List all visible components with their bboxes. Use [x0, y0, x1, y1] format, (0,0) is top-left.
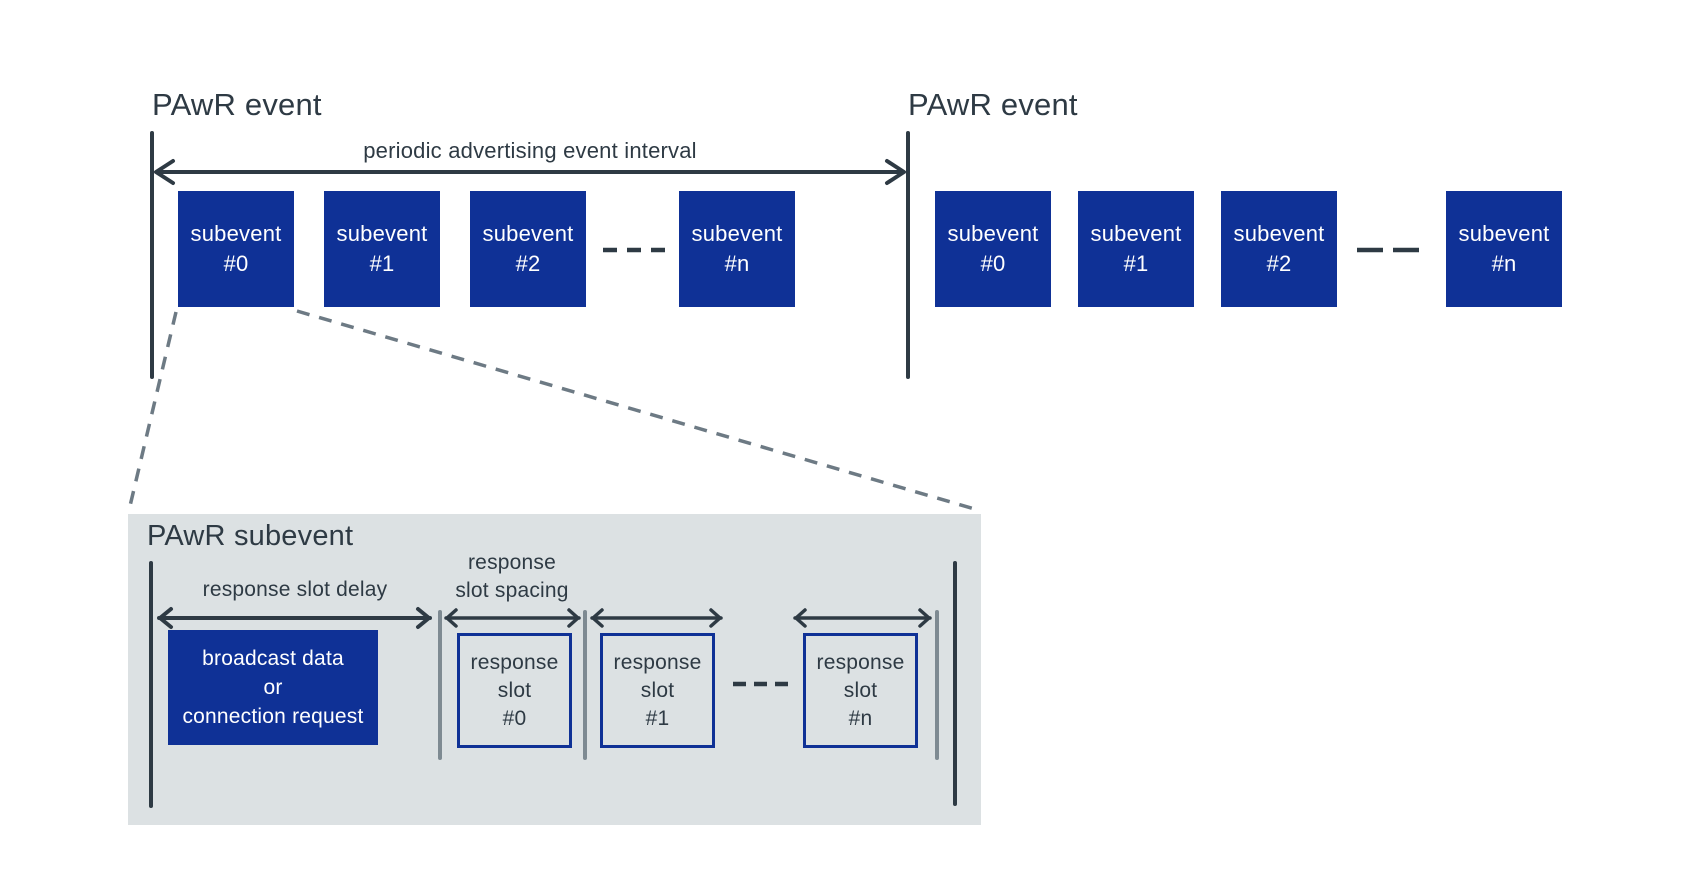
slot-label: slot [497, 678, 532, 702]
spacing-arrow-slot1-left-head [591, 608, 604, 628]
right-subevent-1-box: subevent #1 [1078, 191, 1194, 307]
broadcast-line1: broadcast data [202, 647, 344, 670]
slot-number: #1 [645, 706, 670, 730]
broadcast-line2: or [263, 676, 283, 699]
left-subevent-n-box: subevent #n [679, 191, 795, 307]
spacing-arrow-slot1 [590, 608, 723, 628]
slot-label: response [816, 650, 905, 674]
response-slot-1-box: response slot #1 [600, 633, 715, 748]
response-slot-0-box: response slot #0 [457, 633, 572, 748]
interval-arrow-right-head [885, 159, 906, 185]
right-subevent-n-box: subevent #n [1446, 191, 1562, 307]
subevent-label: subevent [1458, 221, 1550, 246]
spacing-label: response slot spacing [455, 549, 568, 605]
delay-arrow [157, 607, 432, 629]
subevent-label: subevent [336, 221, 428, 246]
left-event-title: PAwR event [152, 87, 322, 122]
interval-arrow [154, 159, 906, 185]
spacing-arrow-slotn [793, 608, 932, 628]
spacing-label-line2: slot spacing [455, 579, 569, 602]
slot-number: #0 [502, 706, 527, 730]
broadcast-data-box: broadcast data or connection request [168, 630, 378, 745]
subevent-panel-title: PAwR subevent [147, 520, 354, 552]
spacing-arrow-slot1-right-head [709, 608, 722, 628]
slot-label: response [613, 650, 702, 674]
subevent-label: subevent [947, 221, 1039, 246]
right-subevent-2-box: subevent #2 [1221, 191, 1337, 307]
subevent-number: #n [724, 251, 750, 276]
delay-arrow-left-head [158, 607, 173, 629]
left-subevent-0-box: subevent #0 [178, 191, 294, 307]
response-slot-n-box: response slot #n [803, 633, 918, 748]
slot-number: #n [848, 706, 873, 730]
delay-label: response slot delay [202, 578, 388, 601]
right-event-title: PAwR event [908, 87, 1078, 122]
slot-label: slot [640, 678, 675, 702]
subevent-label: subevent [190, 221, 282, 246]
left-subevent-1-box: subevent #1 [324, 191, 440, 307]
right-subevent-0-box: subevent #0 [935, 191, 1051, 307]
subevent-number: #1 [369, 251, 395, 276]
subevent-number: #1 [1123, 251, 1149, 276]
zoom-guide-dash-right [296, 309, 979, 512]
zoom-guide-dash-left [128, 311, 178, 507]
subevent-number: #2 [515, 251, 541, 276]
spacing-label-line1: response [467, 551, 556, 574]
spacing-arrow-slotn-left-head [794, 608, 807, 628]
subevent-number: #n [1491, 251, 1517, 276]
subevent-label: subevent [1090, 221, 1182, 246]
spacing-arrow-slot0-left-head [445, 608, 458, 628]
interval-arrow-left-head [154, 159, 175, 185]
slot-label: response [470, 650, 559, 674]
left-subevent-2-box: subevent #2 [470, 191, 586, 307]
spacing-arrow-slotn-right-head [918, 608, 931, 628]
subevent-label: subevent [691, 221, 783, 246]
slot-label: slot [843, 678, 878, 702]
subevent-number: #0 [980, 251, 1006, 276]
subevent-number: #0 [223, 251, 249, 276]
delay-arrow-right-head [416, 607, 431, 629]
broadcast-line3: connection request [182, 705, 364, 728]
subevent-label: subevent [482, 221, 574, 246]
subevent-number: #2 [1266, 251, 1292, 276]
interval-label: periodic advertising event interval [363, 138, 697, 163]
subevent-label: subevent [1233, 221, 1325, 246]
spacing-arrow-slot0-right-head [567, 608, 580, 628]
spacing-arrow-slot0 [444, 608, 581, 628]
